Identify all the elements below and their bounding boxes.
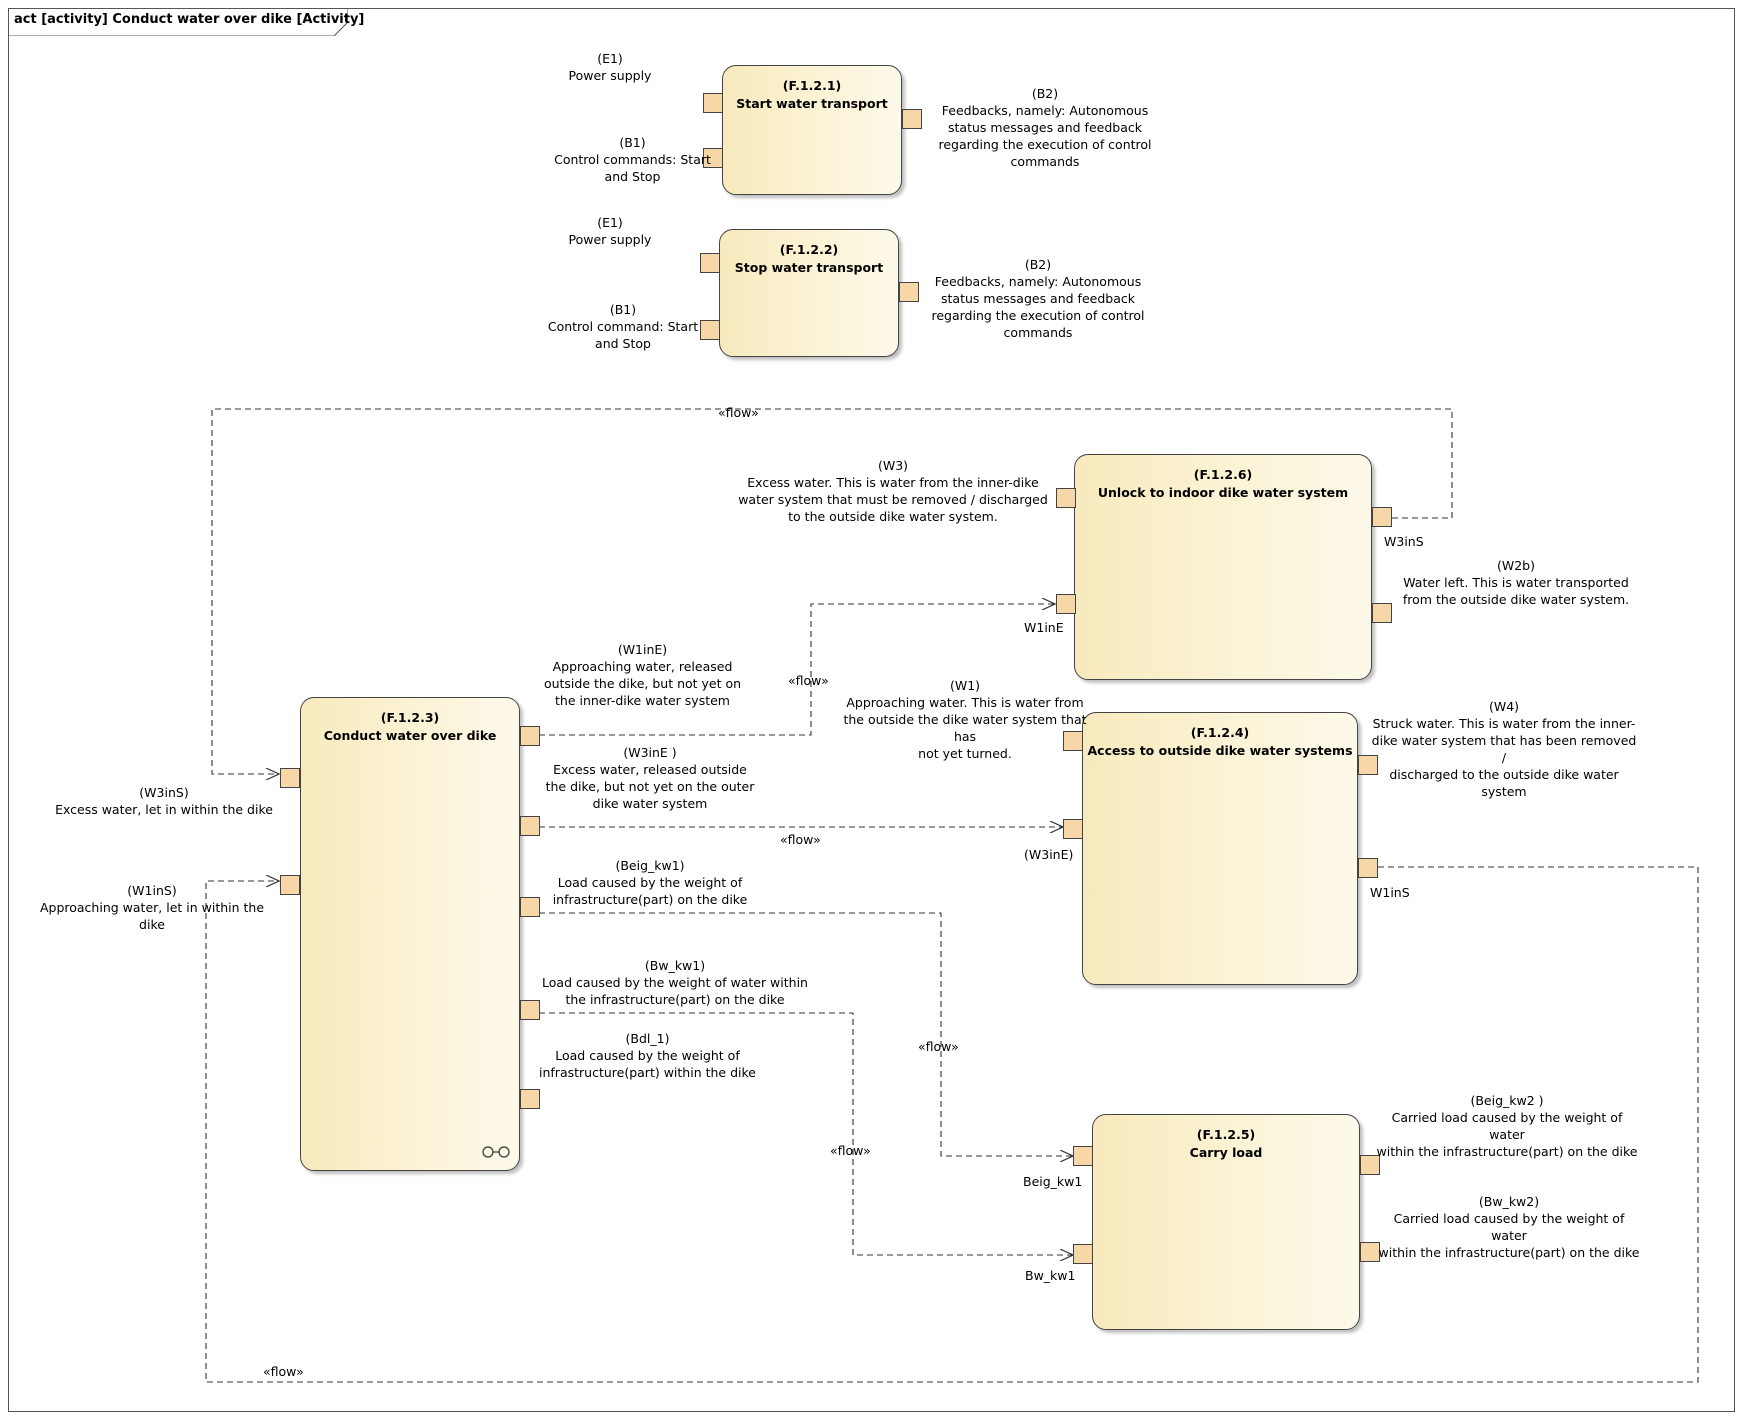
label-conduct-bw: (Bw_kw1) Load caused by the weight of wa… xyxy=(542,958,808,1007)
action-name: Stop water transport xyxy=(734,260,884,275)
pin-start-b2[interactable] xyxy=(902,109,922,129)
flow-label-bw: «flow» xyxy=(830,1143,871,1158)
flow-label-w1ine: «flow» xyxy=(788,673,829,688)
flow-label-w3ins: «flow» xyxy=(718,405,759,420)
action-access-outside-dike-water-systems[interactable]: (F.1.2.4) Access to outside dike water s… xyxy=(1082,712,1358,985)
pin-stop-e1[interactable] xyxy=(700,253,720,273)
flow-beig[interactable] xyxy=(539,912,1073,1156)
action-name: Conduct water over dike xyxy=(323,728,497,743)
flow-w1ine[interactable] xyxy=(539,604,1055,736)
action-id: (F.1.2.2) xyxy=(779,242,839,257)
pin-conduct-w1ine[interactable] xyxy=(520,726,540,746)
pin-name-unlock-w1ine: W1inE xyxy=(1024,620,1064,635)
pin-carry-bw2[interactable] xyxy=(1360,1242,1380,1262)
label-conduct-beig: (Beig_kw1) Load caused by the weight of … xyxy=(552,858,748,907)
pin-unlock-w3ins[interactable] xyxy=(1372,507,1392,527)
label-conduct-w3ins: (W3inS) Excess water, let in within the … xyxy=(55,785,273,817)
label-start-e1: (E1) Power supply xyxy=(568,51,652,83)
pin-conduct-w3ins[interactable] xyxy=(280,768,300,788)
pin-carry-beig2[interactable] xyxy=(1360,1155,1380,1175)
pin-conduct-beig[interactable] xyxy=(520,897,540,917)
pin-name-carry-bw: Bw_kw1 xyxy=(1025,1268,1076,1283)
label-carry-bw2: (Bw_kw2) Carried load caused by the weig… xyxy=(1378,1194,1640,1260)
pin-unlock-w1ine[interactable] xyxy=(1056,594,1076,614)
pin-stop-b1[interactable] xyxy=(700,320,720,340)
pin-conduct-w1ins[interactable] xyxy=(280,875,300,895)
pin-unlock-w3[interactable] xyxy=(1056,488,1076,508)
label-access-w1: (W1) Approaching water. This is water fr… xyxy=(843,678,1087,761)
action-id: (F.1.2.3) xyxy=(380,710,440,725)
label-unlock-w2b: (W2b) Water left. This is water transpor… xyxy=(1402,558,1630,607)
flow-w3ins[interactable] xyxy=(211,408,1453,774)
action-name: Start water transport xyxy=(736,96,888,111)
pin-name-access-w3ine: (W3inE) xyxy=(1024,847,1074,862)
label-start-b1: (B1) Control commands: Start and Stop xyxy=(554,135,711,184)
label-access-w4: (W4) Struck water. This is water from th… xyxy=(1371,699,1637,799)
action-name: Unlock to indoor dike water system xyxy=(1097,485,1349,500)
label-conduct-w1ins: (W1inS) Approaching water, let in within… xyxy=(39,883,265,932)
action-name: Access to outside dike water systems xyxy=(1087,743,1353,758)
label-unlock-w3: (W3) Excess water. This is water from th… xyxy=(738,458,1048,524)
label-conduct-w1ine: (W1inE) Approaching water, released outs… xyxy=(543,642,742,708)
pin-unlock-w2b[interactable] xyxy=(1372,603,1392,623)
flow-label-beig: «flow» xyxy=(918,1039,959,1054)
action-conduct-water-over-dike[interactable]: (F.1.2.3) Conduct water over dike xyxy=(300,697,520,1171)
pin-carry-bw[interactable] xyxy=(1073,1244,1093,1264)
action-start-water-transport[interactable]: (F.1.2.1) Start water transport xyxy=(722,65,902,195)
pin-stop-b2[interactable] xyxy=(899,282,919,302)
flow-bw[interactable] xyxy=(539,1012,1073,1255)
pin-name-carry-beig: Beig_kw1 xyxy=(1023,1174,1083,1189)
pin-conduct-bdl[interactable] xyxy=(520,1089,540,1109)
pin-conduct-bw[interactable] xyxy=(520,1000,540,1020)
pin-name-unlock-w3ins: W3inS xyxy=(1384,534,1424,549)
label-stop-b1: (B1) Control command: Start and Stop xyxy=(547,302,699,351)
label-stop-b2: (B2) Feedbacks, namely: Autonomous statu… xyxy=(931,257,1145,340)
flow-label-w3ine: «flow» xyxy=(780,832,821,847)
pin-access-w1ins[interactable] xyxy=(1358,858,1378,878)
pin-start-e1[interactable] xyxy=(703,93,723,113)
action-stop-water-transport[interactable]: (F.1.2.2) Stop water transport xyxy=(719,229,899,357)
frame-tab xyxy=(8,8,348,36)
pin-name-access-w1ins: W1inS xyxy=(1370,885,1410,900)
action-name: Carry load xyxy=(1189,1145,1263,1160)
action-carry-load[interactable]: (F.1.2.5) Carry load xyxy=(1092,1114,1360,1330)
pin-conduct-w3ine[interactable] xyxy=(520,816,540,836)
pin-start-b1[interactable] xyxy=(703,148,723,168)
diagram-frame xyxy=(8,8,1735,1412)
label-start-b2: (B2) Feedbacks, namely: Autonomous statu… xyxy=(938,86,1152,169)
rake-icon xyxy=(482,1146,510,1158)
action-id: (F.1.2.1) xyxy=(782,78,842,93)
pin-access-w4[interactable] xyxy=(1358,755,1378,775)
frame-title: act [activity] Conduct water over dike [… xyxy=(14,12,365,27)
action-id: (F.1.2.5) xyxy=(1196,1127,1256,1142)
action-id: (F.1.2.6) xyxy=(1193,467,1253,482)
flow-w1ins[interactable] xyxy=(205,866,1699,1383)
label-stop-e1: (E1) Power supply xyxy=(568,215,652,247)
label-carry-beig2: (Beig_kw2 ) Carried load caused by the w… xyxy=(1376,1093,1638,1159)
flow-label-w1ins: «flow» xyxy=(263,1364,304,1379)
label-conduct-w3ine: (W3inE ) Excess water, released outside … xyxy=(545,745,755,811)
pin-access-w1[interactable] xyxy=(1063,731,1083,751)
action-unlock-indoor-dike-water-system[interactable]: (F.1.2.6) Unlock to indoor dike water sy… xyxy=(1074,454,1372,680)
pin-access-w3ine[interactable] xyxy=(1063,819,1083,839)
action-id: (F.1.2.4) xyxy=(1190,725,1250,740)
label-conduct-bdl: (Bdl_1) Load caused by the weight of inf… xyxy=(539,1031,756,1080)
pin-carry-beig[interactable] xyxy=(1073,1146,1093,1166)
